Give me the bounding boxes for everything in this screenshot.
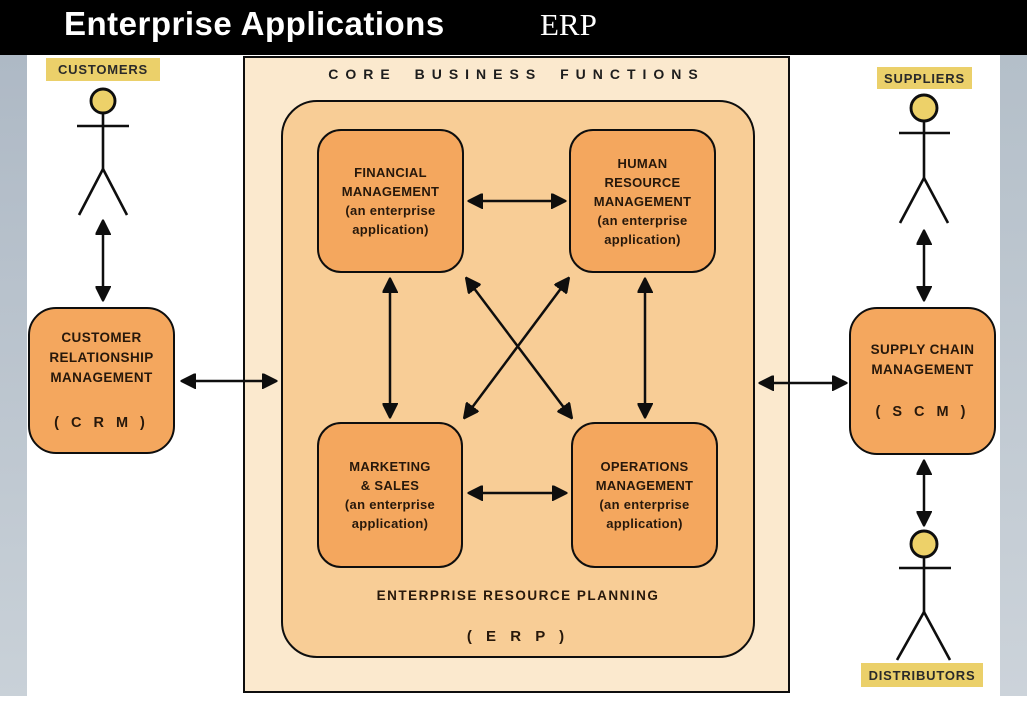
erp-caption: ENTERPRISE RESOURCE PLANNING bbox=[376, 588, 660, 603]
module-note: (an enterprise application) bbox=[599, 497, 690, 531]
crm-name: CUSTOMER RELATIONSHIP MANAGEMENT bbox=[49, 330, 154, 385]
left-margin-strip bbox=[0, 55, 27, 696]
right-margin-strip bbox=[1000, 55, 1027, 696]
module-name: HUMAN RESOURCE MANAGEMENT bbox=[593, 155, 692, 209]
erp-corner-label: ERP bbox=[540, 7, 597, 42]
module-note: (an enterprise application) bbox=[345, 203, 436, 237]
crm-box: CUSTOMER RELATIONSHIP MANAGEMENT ( C R M… bbox=[28, 307, 175, 454]
core-panel-title: CORE BUSINESS FUNCTIONS bbox=[328, 66, 705, 82]
scm-acronym: ( S C M ) bbox=[875, 404, 970, 420]
module-box-operations: OPERATIONS MANAGEMENT (an enterprise app… bbox=[571, 422, 718, 568]
slide-title: Enterprise Applications bbox=[64, 5, 445, 42]
suppliers-label: SUPPLIERS bbox=[877, 67, 972, 89]
scm-box: SUPPLY CHAIN MANAGEMENT ( S C M ) bbox=[849, 307, 996, 455]
module-name: FINANCIAL MANAGEMENT bbox=[341, 165, 440, 199]
scm-name: SUPPLY CHAIN MANAGEMENT bbox=[870, 342, 975, 377]
module-note: (an enterprise application) bbox=[597, 212, 688, 247]
crm-acronym: ( C R M ) bbox=[54, 415, 149, 431]
module-box-financial: FINANCIAL MANAGEMENT (an enterprise appl… bbox=[317, 129, 464, 273]
module-box-marketing-sales: MARKETING & SALES (an enterprise applica… bbox=[317, 422, 463, 568]
module-box-human-resource: HUMAN RESOURCE MANAGEMENT (an enterprise… bbox=[569, 129, 716, 273]
customers-label: CUSTOMERS bbox=[46, 58, 160, 81]
erp-acronym: ( E R P ) bbox=[466, 628, 570, 645]
module-name: MARKETING & SALES bbox=[349, 459, 431, 493]
distributors-label: DISTRIBUTORS bbox=[861, 663, 983, 687]
module-note: (an enterprise application) bbox=[344, 497, 436, 531]
top-bar bbox=[0, 0, 1027, 55]
module-name: OPERATIONS MANAGEMENT bbox=[595, 459, 694, 493]
